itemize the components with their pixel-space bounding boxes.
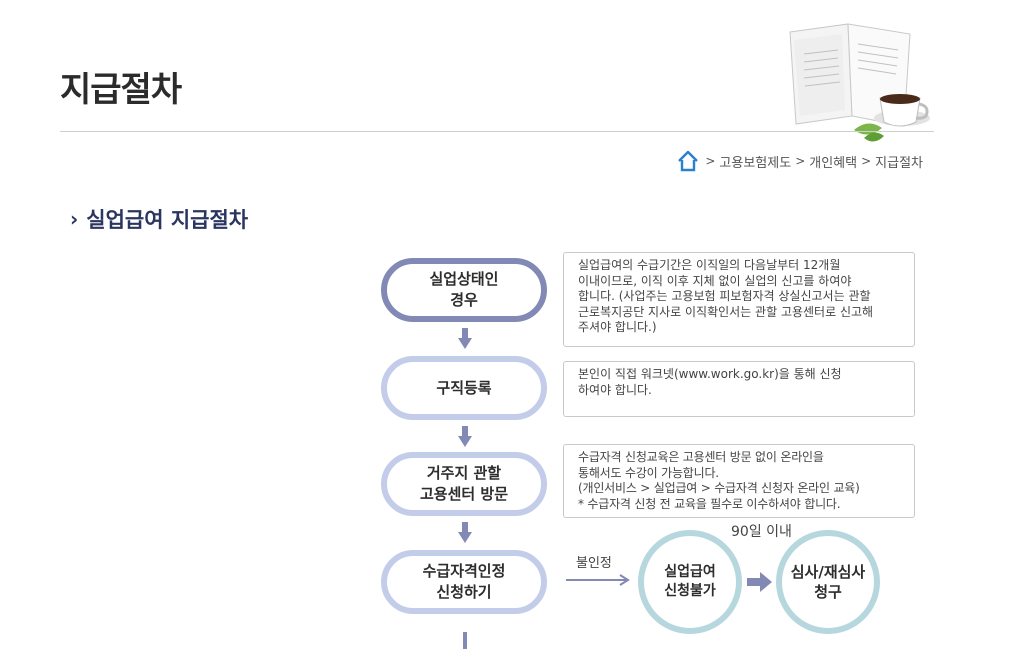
flow-step-label: 거주지 관할 고용센터 방문 (419, 464, 509, 503)
rejected-label: 불인정 (576, 556, 612, 571)
flow-step-label: 구직등록 (436, 378, 492, 397)
breadcrumb-item-payment-procedure[interactable]: 지급절차 (875, 155, 923, 171)
flow-step-description: 실업급여의 수급기간은 이직일의 다음날부터 12개월 이내이므로, 이직 이후… (563, 252, 915, 347)
chevron-right-icon: › (70, 207, 79, 231)
continuation-line (463, 632, 467, 649)
page-title: 지급절차 (60, 70, 182, 110)
flow-step-job-registration: 구직등록 (381, 356, 547, 420)
flow-step-label: 실업상태인 경우 (429, 270, 499, 309)
period-label: 90일 이내 (731, 524, 792, 540)
flow-step-description: 본인이 직접 워크넷(www.work.go.kr)을 통해 신청 하여야 합니… (563, 361, 915, 417)
breadcrumb-item-insurance[interactable]: 고용보험제도 (719, 155, 792, 171)
book-coffee-illustration (789, 23, 930, 142)
right-arrow-icon (566, 574, 630, 586)
breadcrumb-separator: > (705, 154, 716, 168)
flow-step-description: 수급자격 신청교육은 고용센터 방문 없이 온라인을 통해서도 수강이 가능합니… (563, 444, 915, 518)
flow-step-label: 수급자격인정 신청하기 (422, 562, 506, 601)
title-divider (60, 131, 934, 132)
circle-appeal: 심사/재심사 청구 (776, 530, 880, 634)
down-arrow-icon (458, 522, 472, 543)
flow-step-visit-center: 거주지 관할 고용센터 방문 (381, 452, 547, 516)
breadcrumb: > 고용보험제도 > 개인혜택 > 지급절차 (677, 150, 923, 172)
breadcrumb-separator: > (795, 154, 806, 168)
home-icon[interactable] (677, 150, 699, 172)
circle-not-eligible: 실업급여 신청불가 (638, 530, 742, 634)
breadcrumb-separator: > (861, 154, 872, 168)
flow-step-apply-eligibility: 수급자격인정 신청하기 (381, 550, 547, 614)
section-title: › 실업급여 지급절차 (70, 204, 248, 234)
breadcrumb-item-personal-benefit[interactable]: 개인혜택 (809, 155, 858, 171)
flow-step-unemployed: 실업상태인 경우 (381, 258, 547, 322)
down-arrow-icon (458, 426, 472, 447)
right-arrow-icon (747, 572, 772, 592)
section-title-text: 실업급여 지급절차 (86, 208, 249, 232)
down-arrow-icon (458, 328, 472, 349)
